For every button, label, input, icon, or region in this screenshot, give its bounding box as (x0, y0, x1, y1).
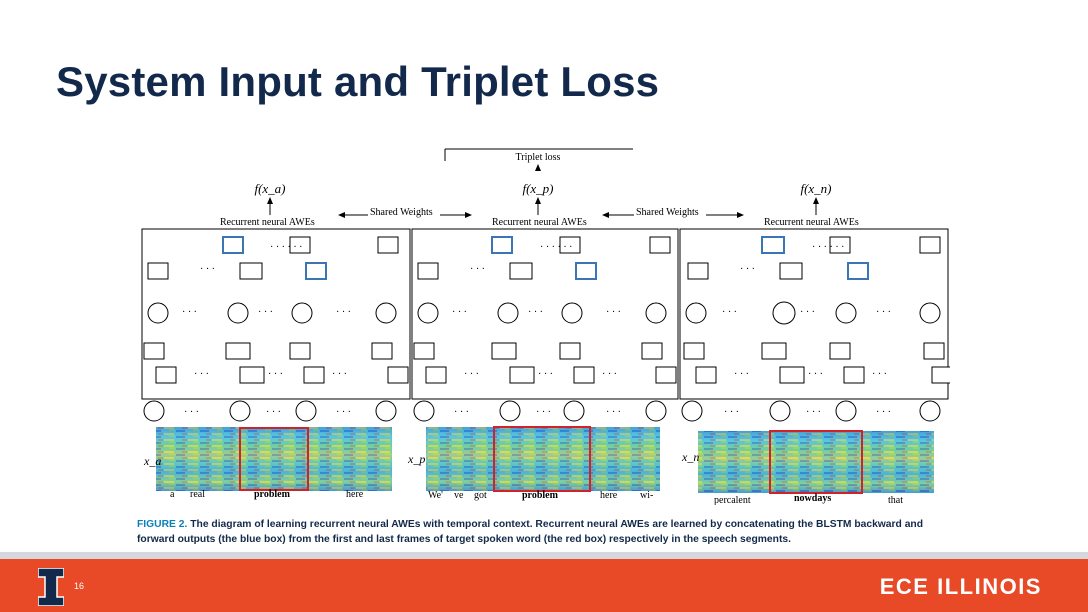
word: a (170, 489, 175, 500)
word: real (190, 489, 205, 500)
svg-text:· · · · · ·: · · · · · · (812, 242, 844, 253)
brand-wordmark: ECE ILLINOIS (879, 574, 1042, 599)
output-label-negative: f(x_n) (800, 181, 831, 196)
figure-caption: FIGURE 2. The diagram of learning recurr… (137, 517, 957, 547)
svg-text:· · ·: · · · (464, 369, 479, 380)
shared-weights-label-2: Shared Weights (636, 207, 699, 218)
svg-text:· · ·: · · · (336, 407, 351, 418)
awe-label-1: Recurrent neural AWEs (220, 217, 315, 228)
svg-text:· · ·: · · · (876, 307, 891, 318)
output-label-anchor: f(x_a) (254, 181, 285, 196)
svg-text:· · ·: · · · (722, 307, 737, 318)
svg-text:· · ·: · · · (336, 307, 351, 318)
illinois-block-i-icon (38, 568, 64, 606)
word: We' (428, 490, 443, 501)
svg-text:· · ·: · · · (602, 369, 617, 380)
input-label-negative: x_n (681, 450, 699, 464)
svg-text:· · · · · ·: · · · · · · (270, 242, 302, 253)
svg-text:· · ·: · · · (258, 307, 273, 318)
svg-text:· · ·: · · · (454, 407, 469, 418)
svg-text:· · ·: · · · (734, 369, 749, 380)
svg-text:· · ·: · · · (528, 307, 543, 318)
word: nowdays (794, 493, 831, 504)
shared-weights-label-1: Shared Weights (370, 207, 433, 218)
svg-text:· · ·: · · · (724, 407, 739, 418)
svg-text:· · · · · ·: · · · · · · (540, 242, 572, 253)
word: problem (254, 489, 291, 500)
footer-bar (0, 559, 1088, 612)
output-label-positive: f(x_p) (522, 181, 553, 196)
figure-caption-label: FIGURE 2. (137, 519, 188, 530)
svg-text:· · ·: · · · (876, 407, 891, 418)
word: percalent (714, 495, 751, 505)
slide-title: System Input and Triplet Loss (56, 58, 660, 105)
triplet-loss-label: Triplet loss (516, 152, 561, 163)
svg-text:· · ·: · · · (606, 407, 621, 418)
svg-text:· · ·: · · · (200, 264, 215, 275)
svg-text:· · ·: · · · (266, 407, 281, 418)
footer-divider (0, 552, 1088, 559)
svg-text:· · ·: · · · (800, 307, 815, 318)
svg-text:· · ·: · · · (268, 369, 283, 380)
word: here (600, 490, 618, 501)
input-label-positive: x_p (407, 452, 425, 466)
word: that (888, 495, 903, 505)
svg-text:· · ·: · · · (194, 369, 209, 380)
word: problem (522, 490, 559, 501)
blstm-triplet-diagram: Triplet loss f(x_a) f(x_p) f(x_n) Shared… (141, 148, 950, 505)
svg-text:· · ·: · · · (740, 264, 755, 275)
word: got (474, 490, 487, 501)
svg-text:· · ·: · · · (184, 407, 199, 418)
svg-text:· · ·: · · · (606, 307, 621, 318)
awe-label-3: Recurrent neural AWEs (764, 217, 859, 228)
word: here (346, 489, 364, 500)
word: ve (454, 490, 464, 501)
svg-text:· · ·: · · · (806, 407, 821, 418)
input-label-anchor: x_a (143, 454, 161, 468)
figure-caption-text: The diagram of learning recurrent neural… (137, 519, 924, 545)
svg-text:· · ·: · · · (452, 307, 467, 318)
svg-text:· · ·: · · · (332, 369, 347, 380)
svg-text:· · ·: · · · (536, 407, 551, 418)
svg-text:· · ·: · · · (538, 369, 553, 380)
svg-text:· · ·: · · · (470, 264, 485, 275)
svg-text:· · ·: · · · (872, 369, 887, 380)
svg-text:· · ·: · · · (182, 307, 197, 318)
svg-text:· · ·: · · · (808, 369, 823, 380)
awe-label-2: Recurrent neural AWEs (492, 217, 587, 228)
word: wi- (640, 490, 653, 501)
page-number: 16 (74, 581, 85, 591)
